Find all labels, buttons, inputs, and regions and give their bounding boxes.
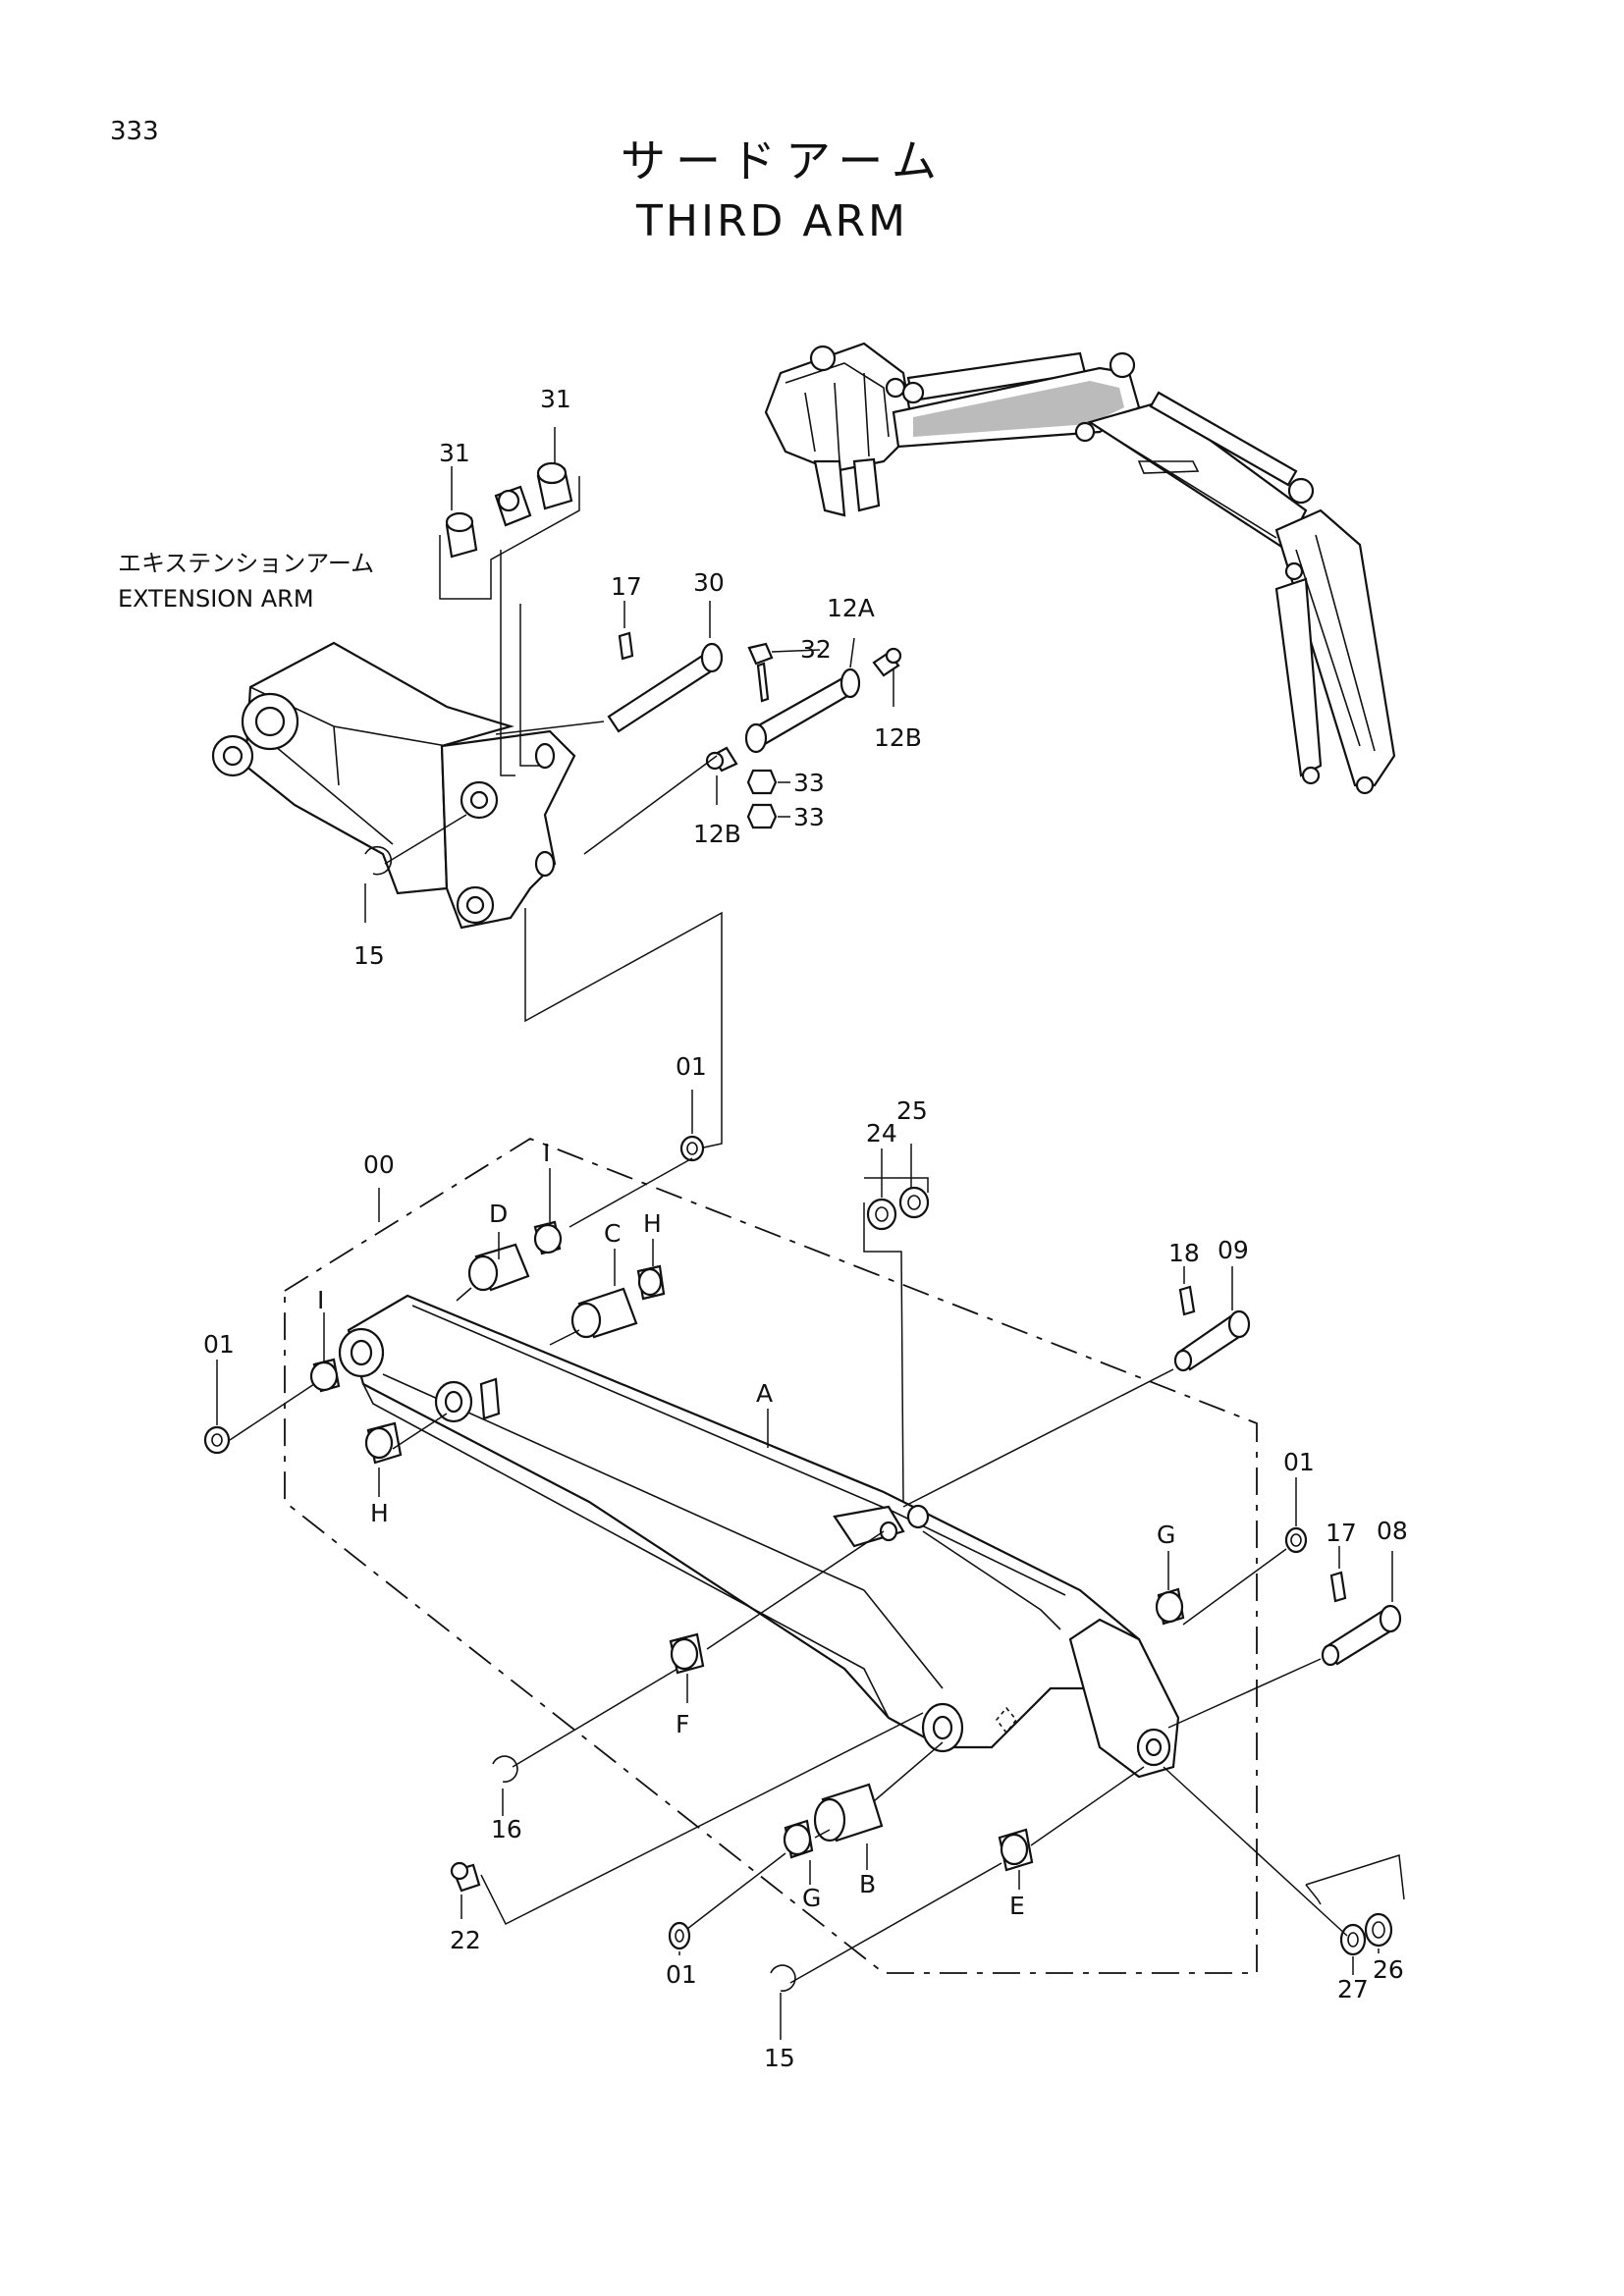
callout-09: 09: [1218, 1236, 1249, 1264]
callout-C: C: [604, 1219, 621, 1248]
extension-arm-body: [211, 641, 576, 930]
callout-01: 01: [666, 1960, 697, 1989]
callout-01: 01: [203, 1330, 235, 1359]
callout-D: D: [489, 1200, 508, 1228]
callout-32: 32: [800, 635, 832, 664]
callout-I: I: [317, 1286, 324, 1314]
callout-H: H: [370, 1499, 389, 1527]
callout-16: 16: [491, 1815, 522, 1843]
upper-exploded-parts: [364, 461, 902, 876]
lower-exploded-parts: [203, 1135, 1402, 1992]
callout-30: 30: [693, 568, 725, 597]
callout-27: 27: [1337, 1975, 1369, 2003]
callout-33: 33: [793, 803, 825, 831]
title-english: THIRD ARM: [635, 196, 908, 246]
callout-12A: 12A: [827, 594, 875, 622]
callout-labels: 31 31 17 30 32 12A 12B 12B 33 33 15 01 0…: [203, 385, 1408, 2072]
callout-22: 22: [450, 1926, 481, 1954]
callout-08: 08: [1377, 1517, 1408, 1545]
upper-leader-lines: [364, 427, 894, 1149]
callout-15: 15: [353, 941, 385, 970]
callout-E: E: [1009, 1892, 1025, 1920]
callout-31: 31: [540, 385, 571, 413]
callout-00: 00: [363, 1150, 395, 1179]
title-japanese: サードアーム: [621, 134, 947, 187]
callout-12B: 12B: [874, 723, 922, 752]
callout-15: 15: [764, 2044, 795, 2072]
page-number: 333: [110, 117, 159, 146]
arm-beam-a: [347, 1294, 1141, 1749]
callout-26: 26: [1373, 1955, 1404, 1984]
extension-arm-label-en: EXTENSION ARM: [118, 585, 314, 613]
callout-F: F: [676, 1710, 689, 1738]
callout-24: 24: [866, 1119, 897, 1148]
machine-overview-illustration: [764, 342, 1396, 795]
callout-17: 17: [611, 572, 642, 601]
callout-01: 01: [1283, 1448, 1315, 1476]
callout-33: 33: [793, 769, 825, 797]
callout-17: 17: [1326, 1519, 1357, 1547]
callout-B: B: [859, 1870, 876, 1898]
callout-G: G: [1157, 1521, 1175, 1549]
third-arm-assembly: [284, 1137, 1258, 1974]
assembly-boundary: [284, 1137, 1258, 1974]
callout-01: 01: [676, 1052, 707, 1081]
lower-leader-lines: [216, 1090, 1405, 2040]
callout-18: 18: [1168, 1239, 1200, 1267]
callout-G: G: [802, 1884, 821, 1912]
callout-31: 31: [439, 439, 470, 467]
callout-I: I: [543, 1139, 550, 1167]
extension-arm-label-jp: エキステンションアーム: [118, 550, 374, 577]
callout-25: 25: [896, 1096, 928, 1125]
callout-12B: 12B: [693, 820, 741, 848]
callout-A: A: [756, 1379, 773, 1408]
callout-H: H: [643, 1209, 662, 1238]
